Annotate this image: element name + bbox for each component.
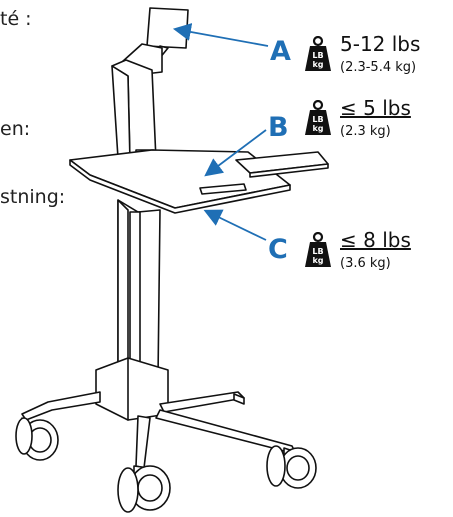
left-fragment-1: té :: [0, 8, 32, 30]
weight-lb-kg-icon: LB kg: [305, 36, 331, 71]
icon-text-lb: LB: [312, 115, 323, 124]
arrow-a: [172, 23, 269, 47]
callout-letter-b: B: [268, 112, 289, 143]
icon-text-lb: LB: [312, 247, 323, 256]
spec-a-sub: (2.3-5.4 kg): [340, 60, 417, 75]
caster-left: [15, 417, 59, 461]
weight-lb-kg-icon: LB kg: [305, 232, 331, 267]
caster-back: [233, 393, 245, 405]
callout-letter-c: C: [268, 234, 288, 265]
spec-c-main: ≤ 8 lbs: [340, 228, 411, 252]
icon-text-kg: kg: [312, 256, 323, 265]
icon-text-lb: LB: [312, 51, 323, 60]
spec-a-main: 5-12 lbs: [340, 32, 421, 56]
caster-front: [117, 465, 171, 513]
icon-text-kg: kg: [312, 124, 323, 133]
callout-letter-a: A: [270, 36, 291, 67]
arrow-c: [203, 209, 267, 241]
spec-b-main: ≤ 5 lbs: [340, 96, 411, 120]
spec-b-sub: (2.3 kg): [340, 124, 391, 139]
work-surface-edge: [69, 159, 291, 214]
caster-right: [266, 445, 317, 489]
icon-text-kg: kg: [312, 60, 323, 69]
handle-slot: [199, 183, 247, 195]
left-fragment-2: en:: [0, 118, 31, 140]
keyboard-tray-edge: [249, 163, 329, 178]
spec-c-sub: (3.6 kg): [340, 256, 391, 271]
arrow-b: [204, 129, 267, 177]
weight-lb-kg-icon: LB kg: [305, 100, 331, 135]
left-fragment-3: stning:: [0, 186, 66, 208]
